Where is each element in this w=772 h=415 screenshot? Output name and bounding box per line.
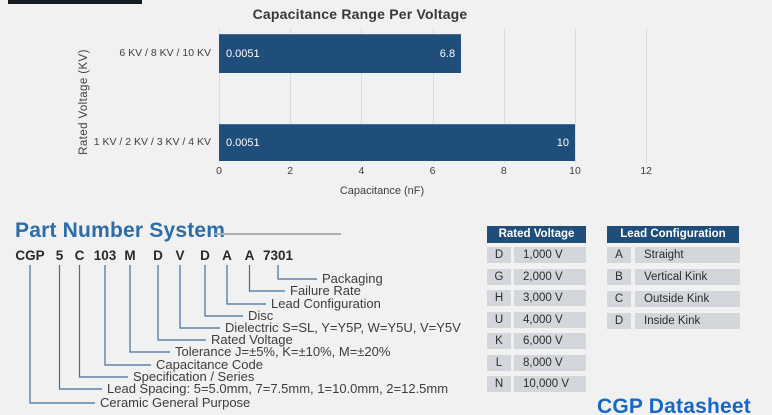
row-value-cell: 8,000 V [514, 354, 586, 371]
part-code: C [74, 248, 85, 263]
row-value-cell: 4,000 V [514, 311, 586, 328]
row-code-cell: U [487, 311, 511, 328]
gridline [432, 28, 434, 163]
row-code-cell: A [607, 247, 631, 263]
gridline [646, 28, 648, 163]
capacitance-bar: 0.0051 6.8 [219, 34, 462, 73]
code-meaning-label: Specification / Series [133, 369, 255, 384]
connector-line [58, 265, 102, 390]
bar-min-value: 0.0051 [226, 48, 260, 60]
x-tick-label: 0 [216, 165, 222, 177]
category-label: 6 KV / 8 KV / 10 KV [119, 46, 211, 59]
part-code: 5 [55, 248, 64, 263]
table-header: Lead Configuration [607, 226, 739, 243]
code-meaning-label: Lead Spacing: 5=5.0mm, 7=7.5mm, 1=10.0mm… [107, 381, 449, 396]
gridline [290, 28, 292, 163]
connector-line [29, 265, 95, 404]
code-meaning-label: Dielectric S=SL, Y=Y5P, W=Y5U, V=Y5V [225, 320, 461, 335]
connector-line [248, 265, 285, 292]
connector-line [226, 265, 266, 305]
connector-line [78, 265, 128, 378]
row-value-cell: Vertical Kink [635, 269, 740, 285]
code-meaning-label: Rated Voltage [211, 332, 293, 347]
row-value-cell: 1,000 V [514, 247, 586, 263]
connector-line [204, 265, 243, 317]
row-value-cell: 6,000 V [514, 333, 586, 349]
row-code-cell: D [607, 313, 631, 329]
part-code: D [153, 248, 163, 263]
part-code: 103 [93, 248, 117, 263]
row-value-cell: Outside Kink [635, 291, 740, 307]
connector-line [179, 265, 220, 329]
heading-underline [215, 233, 341, 235]
row-code-cell: G [487, 268, 511, 285]
bar-max-value: 6.8 [439, 48, 456, 60]
cgp-datasheet-title: CGP Datasheet [597, 395, 751, 415]
part-code: V [175, 248, 185, 263]
bar-min-value: 0.0051 [226, 137, 260, 149]
row-code-cell: C [607, 291, 631, 307]
part-code: A [222, 248, 232, 263]
row-code-cell: H [487, 290, 511, 306]
x-tick-label: 2 [287, 165, 294, 177]
row-value-cell: Straight [635, 247, 740, 263]
gridline [219, 28, 220, 163]
x-tick-label: 4 [358, 165, 365, 177]
x-tick-label: 8 [500, 165, 507, 177]
code-meaning-label: Ceramic General Purpose [100, 395, 251, 410]
chart-plot-area: 0.0051 6.8 0.0051 10 [219, 28, 659, 163]
row-value-cell: 10,000 V [514, 376, 586, 392]
row-code-cell: D [487, 247, 511, 263]
connector-line [104, 265, 151, 366]
row-code-cell: B [607, 269, 631, 285]
bar-max-value: 10 [556, 137, 569, 149]
cropped-header-strip [8, 0, 142, 4]
row-value-cell: Inside Kink [635, 313, 740, 329]
section-title: Part Number System [15, 219, 226, 242]
capacitance-bar: 0.0051 10 [219, 124, 575, 161]
x-tick-label: 10 [569, 165, 581, 177]
chart-title: Capacitance Range Per Voltage [252, 6, 468, 22]
code-meaning-label: Capacitance Code [156, 357, 263, 372]
part-code: M [124, 248, 136, 263]
gridline [361, 28, 363, 163]
part-code: A [244, 248, 255, 263]
connector-line [129, 265, 170, 353]
code-meaning-label: Disc [248, 308, 274, 323]
chart-x-axis-title: Capacitance (nF) [339, 185, 425, 197]
row-code-cell: K [487, 333, 511, 349]
row-code-cell: L [487, 354, 511, 371]
code-meaning-label: Packaging [322, 271, 383, 286]
part-code: D [200, 248, 210, 263]
gridline [575, 28, 576, 163]
connector-line [277, 265, 317, 280]
x-tick-label: 6 [429, 165, 436, 177]
part-code: CGP [15, 248, 45, 263]
x-tick-label: 12 [640, 165, 653, 177]
row-value-cell: 2,000 V [514, 268, 586, 285]
category-label: 1 KV / 2 KV / 3 KV / 4 KV [93, 135, 211, 148]
table-header: Rated Voltage [487, 226, 586, 243]
code-meaning-label: Tolerance J=±5%, K=±10%, M=±20% [175, 344, 391, 359]
connector-line [157, 265, 206, 341]
row-value-cell: 3,000 V [514, 290, 586, 306]
row-code-cell: N [487, 376, 511, 392]
part-code: 7301 [262, 248, 294, 263]
code-meaning-label: Failure Rate [290, 283, 361, 298]
gridline [503, 28, 505, 163]
code-meaning-label: Lead Configuration [271, 296, 381, 311]
